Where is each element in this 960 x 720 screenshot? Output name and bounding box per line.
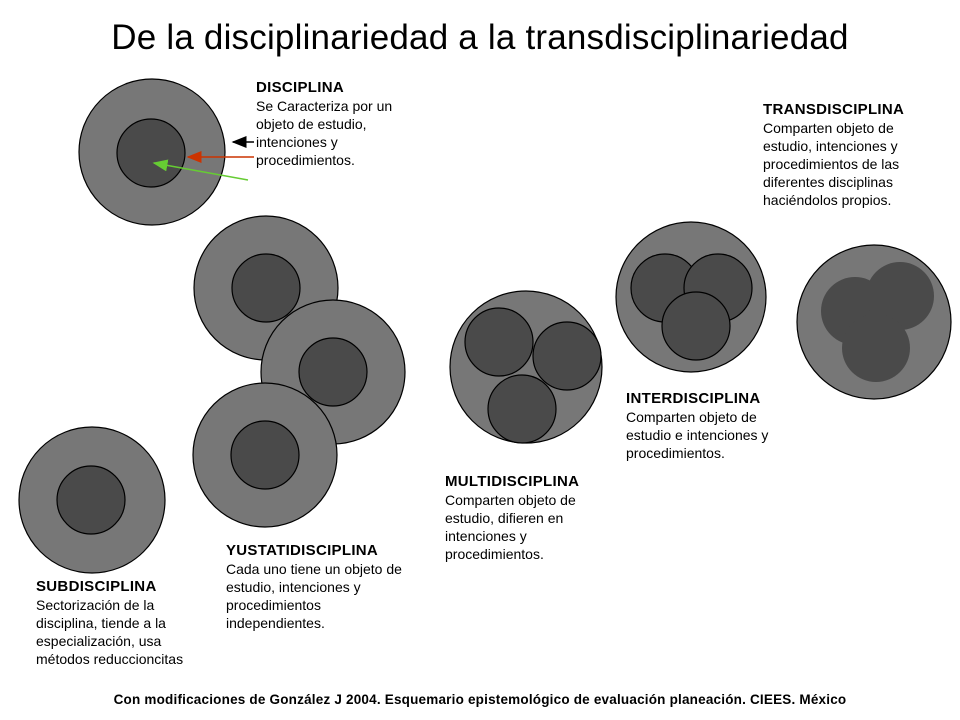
disciplina-heading: DISCIPLINA <box>256 79 345 96</box>
transdisciplina-circle <box>796 244 952 400</box>
yustatidisciplina-label: YUSTATIDISCIPLINA Cada uno tiene un obje… <box>226 542 402 632</box>
disciplina-desc-line: intenciones y <box>256 134 338 150</box>
multidisciplina-label: MULTIDISCIPLINA Comparten objeto de estu… <box>445 473 579 563</box>
subdisciplina-heading: SUBDISCIPLINA <box>36 578 157 595</box>
subdisciplina-circle <box>18 426 166 574</box>
transdisciplina-heading: TRANSDISCIPLINA <box>763 101 905 118</box>
multidisciplina-desc-line: procedimientos. <box>445 546 544 562</box>
interdisciplina-heading: INTERDISCIPLINA <box>626 390 761 407</box>
interdisciplina-label: INTERDISCIPLINA Comparten objeto de estu… <box>626 390 768 462</box>
interdisciplina-circle <box>615 221 767 373</box>
arrow-green <box>152 159 249 181</box>
transdisciplina-label: TRANSDISCIPLINA Comparten objeto de estu… <box>763 101 904 209</box>
subdisciplina-label: SUBDISCIPLINA Sectorización de la discip… <box>36 578 183 668</box>
subdisciplina-desc-line: Sectorización de la <box>36 597 155 613</box>
interdisciplina-desc-line: Comparten objeto de <box>626 409 757 425</box>
multidisciplina-circle <box>449 290 603 444</box>
citation-footer: Con modificaciones de González J 2004. E… <box>113 692 847 707</box>
yustatidisciplina-desc-line: independientes. <box>226 615 325 631</box>
subdisciplina-desc-line: especialización, usa <box>36 633 162 649</box>
interdisciplina-desc-line: procedimientos. <box>626 445 725 461</box>
yustati-circle-bottom <box>192 382 338 528</box>
transdisciplina-desc-line: estudio, intenciones y <box>763 138 898 154</box>
multidisciplina-desc-line: estudio, difieren en <box>445 510 564 526</box>
transdisciplina-desc-line: haciéndolos propios. <box>763 192 892 208</box>
disciplina-desc-line: procedimientos. <box>256 152 355 168</box>
yustatidisciplina-desc-line: Cada uno tiene un objeto de <box>226 561 402 577</box>
yustatidisciplina-desc-line: estudio, intenciones y <box>226 579 361 595</box>
page-title: De la disciplinariedad a la transdiscipl… <box>111 18 849 57</box>
disciplina-desc-line: objeto de estudio, <box>256 116 367 132</box>
subdisciplina-desc-line: métodos reduccioncitas <box>36 651 184 667</box>
multidisciplina-desc-line: Comparten objeto de <box>445 492 576 508</box>
disciplina-circle <box>78 78 226 226</box>
yustatidisciplina-heading: YUSTATIDISCIPLINA <box>226 542 379 559</box>
disciplina-label: DISCIPLINA Se Caracteriza por un objeto … <box>256 79 392 169</box>
multidisciplina-heading: MULTIDISCIPLINA <box>445 473 580 490</box>
interdisciplina-desc-line: estudio e intenciones y <box>626 427 769 443</box>
subdisciplina-desc-line: disciplina, tiende a la <box>36 615 166 631</box>
transdisciplina-desc-line: diferentes disciplinas <box>763 174 893 190</box>
disciplina-desc-line: Se Caracteriza por un <box>256 98 393 114</box>
yustatidisciplina-desc-line: procedimientos <box>226 597 321 613</box>
multidisciplina-desc-line: intenciones y <box>445 528 527 544</box>
transdisciplina-desc-line: Comparten objeto de <box>763 120 894 136</box>
transdisciplina-desc-line: procedimientos de las <box>763 156 900 172</box>
